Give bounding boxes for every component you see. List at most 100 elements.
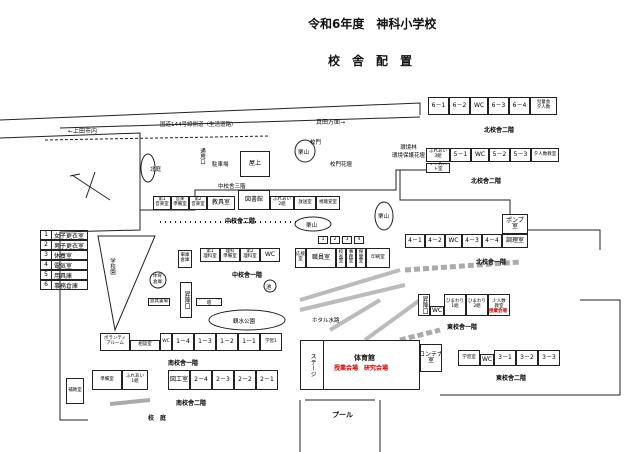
north-court-label: 北庭 (150, 167, 162, 173)
room-shoninzu-n[interactable]: 夕人数教室 (531, 148, 559, 162)
room-sokisupato[interactable]: ソキスパト室 (426, 163, 450, 173)
room-zuko[interactable]: 図工室 (168, 370, 190, 390)
room-3-2[interactable]: 3－2 (516, 350, 538, 366)
room-6-2[interactable]: 6－2 (449, 97, 470, 115)
room-wc-s1[interactable]: WC (160, 333, 172, 351)
container-room[interactable]: コンテナ 室 (420, 344, 442, 372)
road-route-label: 国道144号線側道（生活道路） (160, 122, 237, 128)
hotaru-label: ホタル水路 (312, 318, 340, 324)
room-health[interactable]: 保健室 (356, 248, 366, 268)
legend-room-3[interactable]: 3 (342, 236, 352, 244)
kuriyama-tree (294, 139, 316, 163)
room-reception[interactable]: 応接室 (295, 248, 306, 268)
hotaru-channel (299, 268, 422, 342)
room-wc-m1[interactable]: WC (260, 248, 280, 262)
room-2-3[interactable]: 2－3 (212, 370, 234, 390)
room-music1[interactable]: 第1 音楽室 (153, 196, 171, 210)
room-volunteer[interactable]: ボランティ アルーム (100, 333, 130, 351)
room-office[interactable]: 事務室 (346, 248, 356, 268)
boundary-west (59, 210, 141, 421)
warehouse: 車庫倉庫 (178, 250, 192, 268)
legend-room-1[interactable]: 1 (318, 236, 328, 244)
room-wc-e1[interactable]: WC (430, 306, 444, 316)
room-himawari1[interactable]: ひまわり 1組 (444, 294, 466, 316)
room-6-3[interactable]: 6－3 (488, 97, 509, 115)
room-wc-n[interactable]: WC (470, 97, 488, 115)
room-principal[interactable]: 校長室 (336, 248, 346, 268)
sports-label: 体育 倉庫 (153, 274, 162, 285)
room-library[interactable]: 図書館 (238, 190, 270, 210)
room-gakushu1[interactable]: 学習1 (260, 333, 282, 351)
room-kyogu[interactable]: 教具室 (207, 196, 235, 210)
kuriyama-right-tree (374, 201, 394, 231)
legend-item-2: 2 男子更衣室 (40, 240, 88, 250)
room-1-4[interactable]: 1－4 (172, 333, 194, 351)
pond-circle (263, 279, 277, 293)
room-3-1[interactable]: 3－1 (494, 350, 516, 366)
room-hokyo[interactable]: 補教室 (66, 378, 84, 404)
room-sodan[interactable]: 相談室 (130, 340, 160, 351)
legend-no: 2 (41, 241, 52, 249)
room-shichokaku[interactable]: 視聴覚室 (316, 196, 340, 210)
entrance-middle[interactable]: 昇降口 (180, 282, 192, 318)
room-gakushu-e[interactable]: 学習室 (458, 350, 480, 366)
room-pump[interactable]: ポンプ 室 (502, 214, 528, 234)
room-fureai2[interactable]: ふれあい 2組 (270, 196, 294, 210)
legend-room-4[interactable]: 4 (354, 236, 364, 244)
legend-label: 男子更衣室 (54, 242, 85, 250)
room-junbi[interactable]: 準備室 (92, 370, 122, 390)
room-wc-n1[interactable]: WC (445, 234, 462, 248)
hatched-walk (399, 259, 521, 343)
legend-no: 4 (41, 261, 52, 269)
pool-outline (299, 399, 381, 452)
room-2-4[interactable]: 2－4 (190, 370, 212, 390)
room-4-3[interactable]: 4－3 (462, 234, 482, 248)
room-2-2[interactable]: 2－2 (234, 370, 256, 390)
room-6-1[interactable]: 6－1 (428, 97, 449, 115)
legend-label: 事務倉庫 (54, 282, 79, 290)
room-1-1[interactable]: 1－1 (238, 333, 260, 351)
room-fureai1[interactable]: ふれあい 1組 (122, 370, 148, 390)
entrance-east[interactable]: 昇降口 (418, 294, 430, 316)
legend-room-2[interactable]: 2 (330, 236, 340, 244)
middle2-wing-name: 中校舎二階 (225, 218, 256, 225)
room-4-1[interactable]: 4－1 (405, 234, 425, 248)
room-shoninzu-e[interactable]: 少人数 教室 (488, 294, 510, 316)
room-wc-e2[interactable]: WC (480, 354, 494, 366)
gym-stage[interactable]: ステージ (300, 340, 324, 390)
room-5-1[interactable]: 5－1 (450, 148, 471, 162)
room-4-4[interactable]: 4－4 (482, 234, 502, 248)
pool-label: プール (332, 411, 353, 419)
room-science2[interactable]: 第2 理科室 (240, 248, 260, 262)
room-6-4[interactable]: 6－4 (509, 97, 530, 115)
room-5-2[interactable]: 5－2 (489, 148, 510, 162)
room-himawari2[interactable]: ひまわり 2組 (466, 294, 488, 316)
parking-label: 駐車場 (212, 162, 229, 168)
room-3-3[interactable]: 3－3 (538, 350, 560, 366)
room-wc-n2[interactable]: WC (471, 148, 489, 162)
room-science-prep[interactable]: 理科 準備室 (220, 248, 240, 262)
shoninzu-e-label: 少人数 教室 (492, 299, 506, 309)
room-staff[interactable]: 職員室 (306, 248, 336, 268)
roof: 屋上 (240, 151, 270, 177)
room-music-prep[interactable]: 音楽 準備室 (171, 196, 189, 210)
room-fureai3[interactable]: ふれあい 3組 (426, 148, 450, 162)
room-prep[interactable]: 調理室 (502, 234, 528, 248)
room-1-2[interactable]: 1－2 (216, 333, 238, 351)
room-jidokai[interactable]: 児童会 夕人数 (530, 97, 557, 115)
room-science1[interactable]: 第1 理科室 (200, 248, 220, 262)
kuriyama-top-label: 栗山 (298, 150, 310, 156)
room-hoso[interactable]: 放送室 (294, 196, 316, 210)
room-print[interactable]: 印刷室 (366, 248, 390, 268)
room-2-1[interactable]: 2－1 (256, 370, 278, 390)
legend-label: 用具庫 (54, 272, 73, 280)
north1-wing-name: 北校舎一階 (476, 259, 507, 266)
room-4-2[interactable]: 4－2 (425, 234, 445, 248)
room-5-3[interactable]: 5－3 (510, 148, 531, 162)
east1-wing-name: 東校舎一階 (447, 324, 478, 331)
north2-wing-name: 北校舎二階 (471, 178, 502, 185)
room-1-3[interactable]: 1－3 (194, 333, 216, 351)
room-music2[interactable]: 第2 音楽室 (189, 196, 207, 210)
kuriyama-mid-label: 栗山 (306, 223, 318, 229)
legend-item-6: 6 事務倉庫 (40, 280, 88, 290)
